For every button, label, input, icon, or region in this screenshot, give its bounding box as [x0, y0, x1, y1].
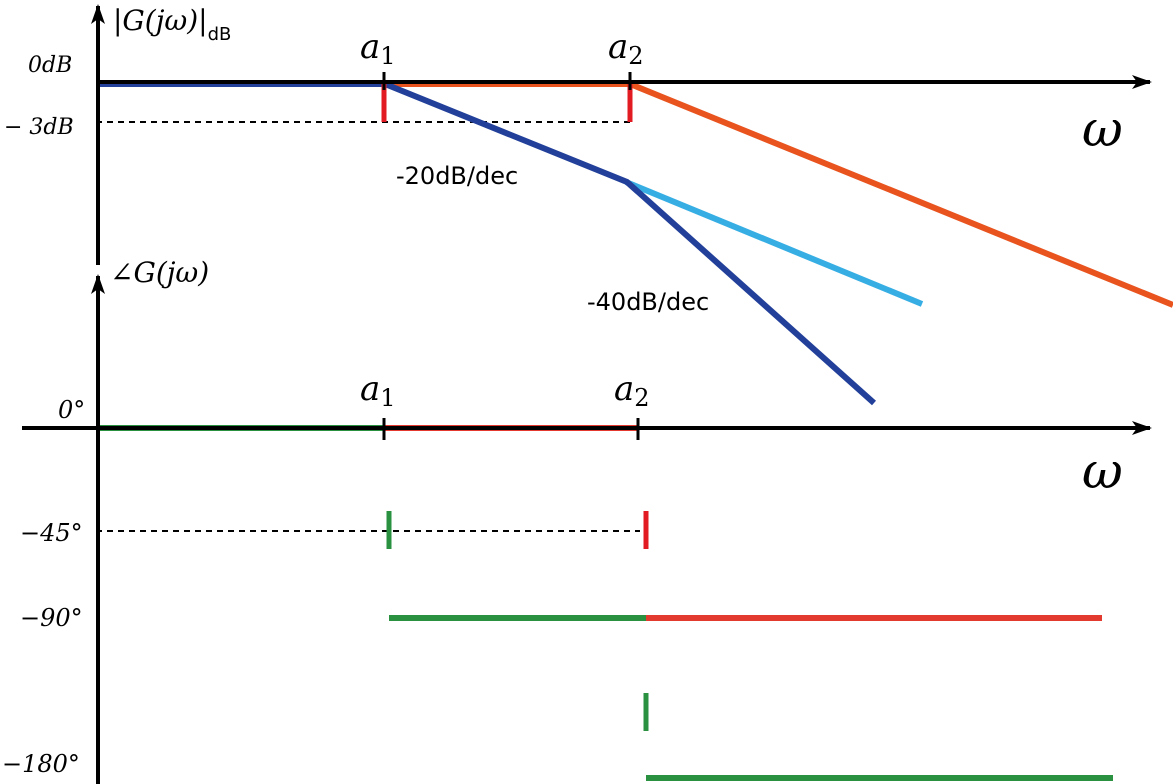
first-pole-extension-line	[624, 179, 924, 307]
magnitude-break-2-label: a2	[608, 27, 644, 70]
tick-0db-label: 0dB	[28, 53, 72, 78]
phase-y-axis-label: ∠G(jω)	[110, 256, 209, 289]
magnitude-plot: |G(jω)|dB 0dB − 3dB a1 a2 ω -20dB/dec -4…	[4, 4, 1173, 406]
magnitude-omega-label: ω	[1082, 100, 1123, 158]
magnitude-y-axis-label: |G(jω)|dB	[113, 4, 231, 45]
phase-plot: ∠G(jω) 0° −45° −90° −180° a1 a2 ω	[2, 256, 1152, 784]
magnitude-break-1-label: a1	[360, 27, 396, 70]
tick-minus3db-label: − 3dB	[4, 115, 74, 140]
phase-break-1-label: a1	[360, 369, 396, 412]
tick-0deg-label: 0°	[58, 396, 85, 424]
phase-omega-label: ω	[1082, 442, 1123, 500]
second-pole-magnitude-line	[98, 81, 1173, 308]
slope-minus40-label: -40dB/dec	[587, 288, 709, 316]
phase-break-2-label: a2	[614, 369, 650, 412]
tick-minus180-label: −180°	[2, 750, 80, 778]
combined-magnitude-line	[98, 81, 877, 406]
slope-minus20-label: -20dB/dec	[396, 162, 518, 190]
tick-minus90-label: −90°	[20, 604, 83, 632]
tick-minus45-label: −45°	[20, 519, 83, 547]
